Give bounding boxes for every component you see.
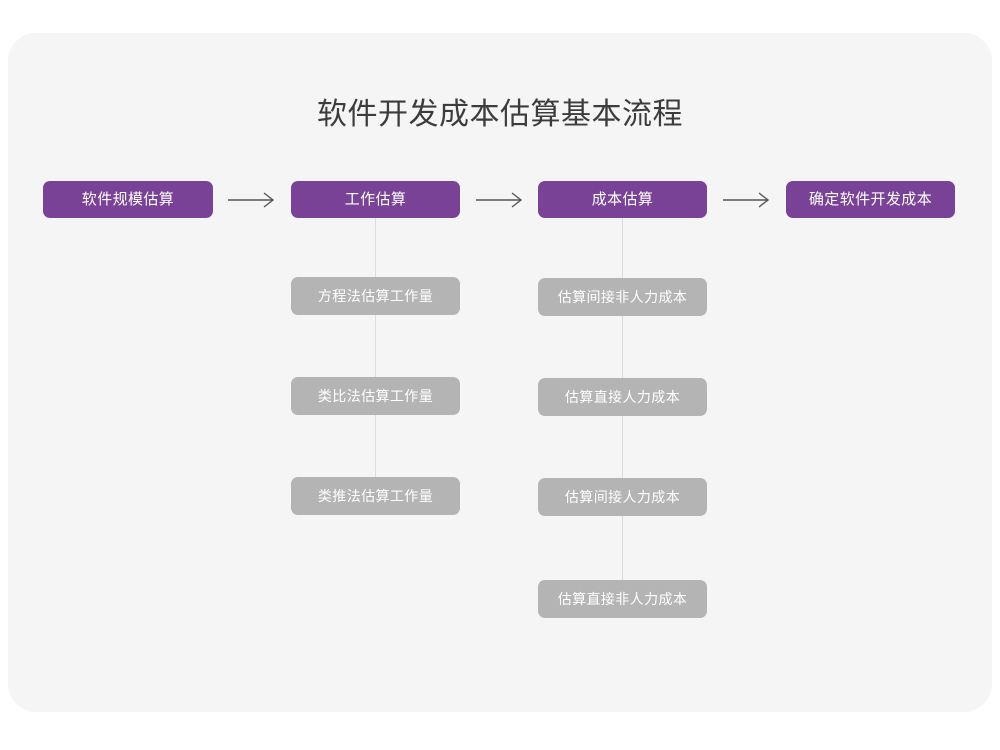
branch-node-label: 估算直接非人力成本 xyxy=(557,591,688,607)
branch-node-work-1[interactable]: 方程法估算工作量 xyxy=(291,277,460,315)
branch-node-label: 类推法估算工作量 xyxy=(317,488,434,504)
flow-node-work-estimation[interactable]: 工作估算 xyxy=(291,181,460,218)
flow-node-label: 软件规模估算 xyxy=(81,191,175,208)
branch-node-label: 估算间接非人力成本 xyxy=(557,289,688,305)
page-title: 软件开发成本估算基本流程 xyxy=(317,98,683,131)
flow-node-determine-development-cost[interactable]: 确定软件开发成本 xyxy=(786,181,955,218)
branch-node-cost-1[interactable]: 估算间接非人力成本 xyxy=(538,278,707,316)
flow-node-software-size-estimation[interactable]: 软件规模估算 xyxy=(43,181,213,218)
branch-node-cost-2[interactable]: 估算直接人力成本 xyxy=(538,378,707,416)
connector-line-work-estimation xyxy=(375,218,376,515)
flow-node-label: 成本估算 xyxy=(591,191,654,208)
flow-node-label: 确定软件开发成本 xyxy=(808,191,933,208)
flow-node-label: 工作估算 xyxy=(344,191,407,208)
flow-arrow-1 xyxy=(228,190,276,210)
connector-line-cost-estimation xyxy=(622,218,623,618)
diagram-card xyxy=(8,33,992,712)
branch-node-work-3[interactable]: 类推法估算工作量 xyxy=(291,477,460,515)
branch-node-label: 类比法估算工作量 xyxy=(317,388,434,404)
flow-arrow-3 xyxy=(723,190,771,210)
flow-arrow-2 xyxy=(476,190,524,210)
branch-node-label: 方程法估算工作量 xyxy=(317,288,434,304)
branch-node-work-2[interactable]: 类比法估算工作量 xyxy=(291,377,460,415)
branch-node-cost-4[interactable]: 估算直接非人力成本 xyxy=(538,580,707,618)
branch-node-cost-3[interactable]: 估算间接人力成本 xyxy=(538,478,707,516)
flow-node-cost-estimation[interactable]: 成本估算 xyxy=(538,181,707,218)
branch-node-label: 估算直接人力成本 xyxy=(564,389,681,405)
branch-node-label: 估算间接人力成本 xyxy=(564,489,681,505)
